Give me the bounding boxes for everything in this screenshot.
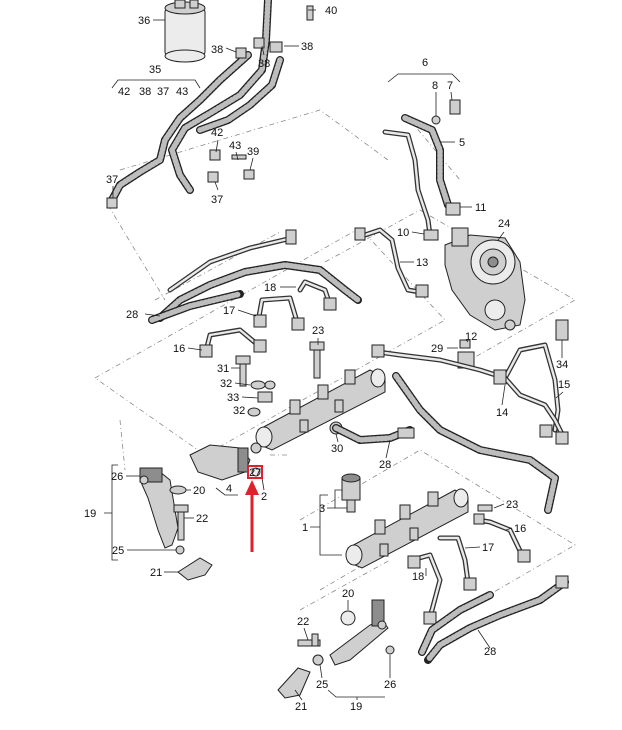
hose-28-middle <box>332 372 559 514</box>
label-18-b[interactable]: 18 <box>412 571 424 583</box>
label-24[interactable]: 24 <box>498 218 510 230</box>
label-1[interactable]: 1 <box>302 522 308 534</box>
label-37-a[interactable]: 37 <box>157 86 169 98</box>
label-21-b[interactable]: 21 <box>295 701 307 713</box>
label-27[interactable]: 27 <box>249 467 261 479</box>
label-26-a[interactable]: 26 <box>111 471 123 483</box>
label-42-a[interactable]: 42 <box>118 86 130 98</box>
label-13[interactable]: 13 <box>416 257 428 269</box>
highlight-box <box>247 465 263 479</box>
label-28-a[interactable]: 28 <box>126 309 138 321</box>
label-8[interactable]: 8 <box>432 80 438 92</box>
label-25-b[interactable]: 25 <box>316 679 328 691</box>
pressure-sensor <box>189 442 262 481</box>
label-20-a[interactable]: 20 <box>193 485 205 497</box>
label-35[interactable]: 35 <box>149 64 161 76</box>
label-36[interactable]: 36 <box>138 15 150 27</box>
label-31[interactable]: 31 <box>217 363 229 375</box>
highlight-marker <box>245 465 263 552</box>
label-25-a[interactable]: 25 <box>112 545 124 557</box>
fuel-rail-upper <box>255 368 386 451</box>
label-33[interactable]: 33 <box>227 392 239 404</box>
label-7[interactable]: 7 <box>447 80 453 92</box>
leader-lines <box>104 9 564 701</box>
label-2[interactable]: 2 <box>261 491 267 503</box>
label-29[interactable]: 29 <box>431 343 443 355</box>
fuel-rail-lower <box>341 473 493 569</box>
label-17-b[interactable]: 17 <box>482 542 494 554</box>
label-22-a[interactable]: 22 <box>196 513 208 525</box>
hose-28-upper <box>148 229 362 324</box>
label-3[interactable]: 3 <box>319 503 325 515</box>
return-line-5 <box>382 99 461 241</box>
label-38-a[interactable]: 38 <box>211 44 223 56</box>
label-39[interactable]: 39 <box>247 146 259 158</box>
label-4[interactable]: 4 <box>226 483 232 495</box>
part-labels: 36 40 38 38 38 35 42 38 37 43 6 8 7 5 42… <box>84 5 570 713</box>
label-19-a[interactable]: 19 <box>84 508 96 520</box>
top-fuel-hoses <box>106 0 314 209</box>
label-14[interactable]: 14 <box>496 407 508 419</box>
highlight-arrowhead <box>245 480 259 495</box>
label-34[interactable]: 34 <box>556 359 568 371</box>
label-38-b[interactable]: 38 <box>258 58 270 70</box>
injector-assembly-right <box>277 599 395 699</box>
label-43-a[interactable]: 43 <box>176 86 188 98</box>
label-32-a[interactable]: 32 <box>220 378 232 390</box>
label-17-a[interactable]: 17 <box>223 305 235 317</box>
label-5[interactable]: 5 <box>459 137 465 149</box>
label-12[interactable]: 12 <box>465 331 477 343</box>
label-20-b[interactable]: 20 <box>342 588 354 600</box>
label-43-b[interactable]: 43 <box>229 140 241 152</box>
label-30[interactable]: 30 <box>331 443 343 455</box>
label-18-a[interactable]: 18 <box>264 282 276 294</box>
label-28-c[interactable]: 28 <box>484 646 496 658</box>
lines-14-15 <box>371 342 569 445</box>
label-37-b[interactable]: 37 <box>106 174 118 186</box>
label-16-b[interactable]: 16 <box>514 523 526 535</box>
label-21-a[interactable]: 21 <box>150 567 162 579</box>
label-22-b[interactable]: 22 <box>297 616 309 628</box>
label-40[interactable]: 40 <box>325 5 337 17</box>
label-10[interactable]: 10 <box>397 227 409 239</box>
guide-lines <box>94 109 576 611</box>
label-11[interactable]: 11 <box>475 202 486 214</box>
label-42-b[interactable]: 42 <box>211 127 223 139</box>
label-15[interactable]: 15 <box>558 379 570 391</box>
label-16-a[interactable]: 16 <box>173 343 185 355</box>
label-19-b[interactable]: 19 <box>350 701 362 713</box>
label-28-b[interactable]: 28 <box>379 459 391 471</box>
fuel-filter <box>164 0 206 63</box>
label-23-a[interactable]: 23 <box>312 325 324 337</box>
label-38-c[interactable]: 38 <box>301 41 313 53</box>
label-32-b[interactable]: 32 <box>233 405 245 417</box>
label-23-b[interactable]: 23 <box>506 499 518 511</box>
label-6[interactable]: 6 <box>422 57 428 69</box>
line-13 <box>354 227 429 298</box>
label-38-d[interactable]: 38 <box>139 86 151 98</box>
hose-28-lower <box>418 575 569 664</box>
injector-assembly-left <box>139 467 213 581</box>
label-37-c[interactable]: 37 <box>211 194 223 206</box>
label-26-b[interactable]: 26 <box>384 679 396 691</box>
high-pressure-pump <box>444 227 526 331</box>
injector-lines-lower <box>407 513 531 625</box>
injector-lines-upper <box>199 279 337 358</box>
